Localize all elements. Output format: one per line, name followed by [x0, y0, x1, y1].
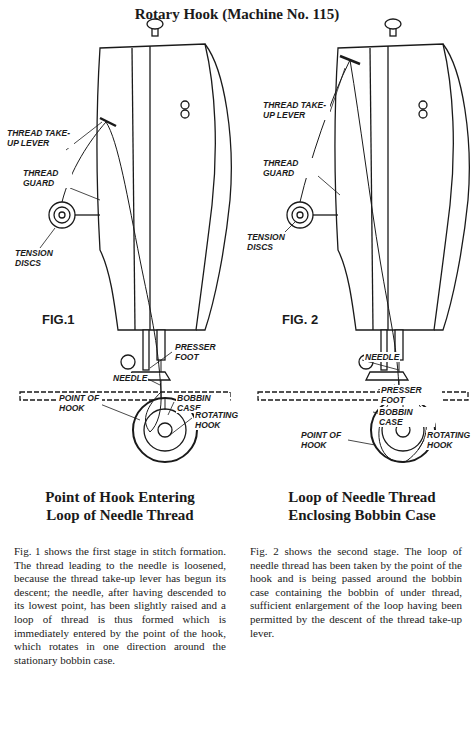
part-label: POINT OF HOOK	[58, 393, 102, 413]
take-up-lever	[100, 118, 116, 126]
leader-lines	[40, 68, 424, 450]
body-text: Fig. 2 shows the second stage. The loop …	[250, 545, 462, 640]
part-label: THREAD TAKE-UP LEVER	[262, 100, 330, 120]
needle-thread	[62, 122, 161, 432]
section-heading: Point of Hook Entering Loop of Needle Th…	[27, 488, 213, 524]
part-label: THREAD GUARD	[262, 158, 318, 178]
machine-head	[20, 19, 231, 462]
part-label: PRESSER FOOT	[174, 342, 228, 362]
page-title: Rotary Hook (Machine No. 115)	[0, 6, 474, 23]
part-label: POINT OF HOOK	[300, 430, 348, 450]
part-label: NEEDLE	[112, 373, 148, 383]
part-label: ROTATING HOOK	[426, 430, 470, 450]
part-label: BOBBIN CASE	[378, 407, 435, 427]
part-label: TENSION DISCS	[246, 232, 300, 252]
take-up-lever	[340, 56, 360, 64]
part-label: NEEDLE	[364, 352, 400, 362]
section-heading: Loop of Needle Thread Enclosing Bobbin C…	[262, 488, 462, 524]
part-label: THREAD GUARD	[22, 168, 72, 188]
body-text: Fig. 1 shows the first stage in stitch f…	[14, 545, 226, 667]
part-label: ROTATING HOOK	[194, 410, 242, 430]
part-label: PRESSER FOOT	[380, 385, 442, 405]
part-label: THREAD TAKE-UP LEVER	[6, 128, 74, 148]
figure-number: FIG.1	[42, 312, 75, 327]
part-label: TENSION DISCS	[14, 248, 68, 268]
figure-number: FIG. 2	[282, 312, 318, 327]
